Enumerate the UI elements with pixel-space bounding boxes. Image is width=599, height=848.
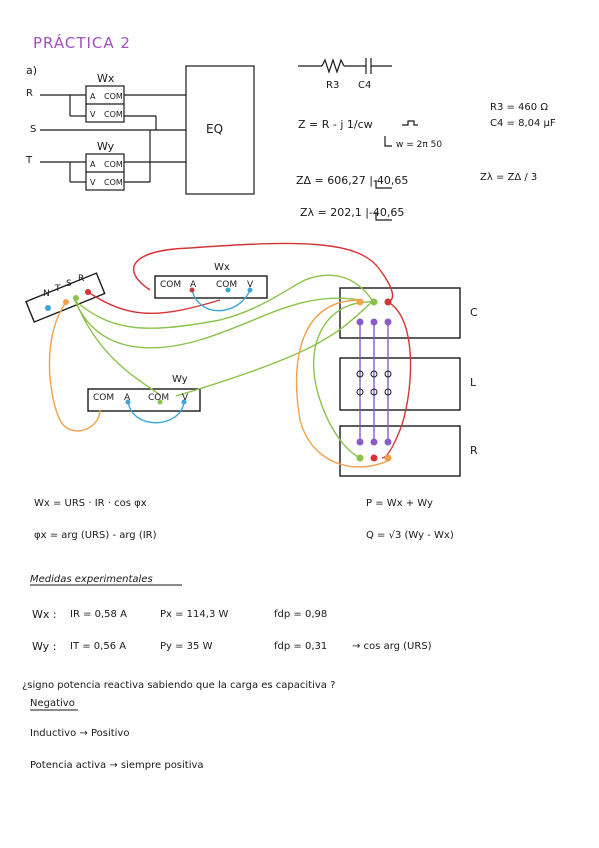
m1-name: Wx :: [32, 608, 57, 621]
box-l-label: L: [470, 376, 477, 389]
wiring-wy-a: A: [124, 393, 131, 403]
answer-text: Negativo: [30, 698, 75, 709]
wiring-wy-v: V: [182, 393, 189, 403]
line-s-label: S: [30, 124, 37, 135]
formula-wx: Wx = URS · IR · cos φx: [34, 498, 147, 509]
box-c-label: C: [470, 306, 478, 319]
inductive-line: Inductivo → Positivo: [30, 728, 130, 739]
question-text: ¿signo potencia reactiva sabiendo que la…: [22, 680, 336, 691]
inductor-box: [339, 357, 461, 411]
wx-label: Wx: [97, 72, 115, 85]
m2-current: IT = 0,56 A: [70, 641, 127, 652]
wx-v-label: V: [90, 110, 96, 119]
z-formula: Z = R - j 1/cw: [298, 118, 373, 131]
z-lambda-eq: Zλ = ZΔ / 3: [480, 172, 538, 183]
m2-note: → cos arg (URS): [352, 641, 432, 652]
wiring-wx-a: A: [190, 280, 197, 290]
wx-com2-label: COM: [104, 110, 123, 119]
c4-value: C4 = 8,04 μF: [490, 118, 556, 129]
page-title: PRÁCTICA 2: [33, 34, 131, 52]
formula-p: P = Wx + Wy: [366, 498, 433, 509]
wiring-wx-v: V: [247, 280, 254, 290]
wiring-wx-label: Wx: [214, 262, 230, 273]
line-t-label: T: [26, 155, 33, 166]
r3-value: R3 = 460 Ω: [490, 102, 548, 113]
m1-current: IR = 0,58 A: [70, 609, 127, 620]
eq-label: EQ: [206, 122, 224, 136]
terminal-n: N: [43, 289, 50, 299]
active-power-line: Potencia activa → siempre positiva: [30, 760, 204, 771]
wx-a-label: A: [90, 92, 96, 101]
terminal-s: S: [66, 279, 72, 289]
section-label: a): [26, 64, 38, 77]
wy-com-label: COM: [104, 160, 123, 169]
m2-name: Wy :: [32, 640, 57, 653]
z-lambda: Zλ = 202,1 |-40,65: [300, 206, 405, 219]
c4-label: C4: [358, 80, 372, 91]
wy-wattmeter-box: [87, 388, 201, 412]
wy-label: Wy: [97, 140, 115, 153]
wy-v-label: V: [90, 178, 96, 187]
wy-a-label: A: [90, 160, 96, 169]
capacitor-box: [339, 287, 461, 339]
m2-fdp: fdp = 0,31: [274, 641, 328, 652]
terminal-r: R: [78, 274, 85, 284]
m1-fdp: fdp = 0,98: [274, 609, 328, 620]
formula-phi: φx = arg (URS) - arg (IR): [34, 530, 157, 541]
wiring-wx-com: COM: [160, 280, 182, 290]
wx-com-label: COM: [104, 92, 123, 101]
wiring-wy-com: COM: [93, 393, 115, 403]
wy-com2-label: COM: [104, 178, 123, 187]
terminal-block: [25, 272, 106, 323]
formula-q: Q = √3 (Wy - Wx): [366, 530, 454, 541]
wiring-wy-label: Wy: [172, 374, 188, 385]
resistor-box: [339, 425, 461, 477]
z-delta: ZΔ = 606,27 |-40,65: [296, 174, 409, 187]
m2-power: Py = 35 W: [160, 641, 213, 652]
r3-label: R3: [326, 80, 340, 91]
box-r-label: R: [470, 444, 478, 457]
wx-wattmeter-box: [154, 275, 268, 299]
m1-power: Px = 114,3 W: [160, 609, 229, 620]
terminal-t: T: [55, 284, 61, 294]
line-r-label: R: [26, 88, 33, 99]
omega-formula: w = 2π 50: [396, 140, 443, 150]
wiring-wx-com2: COM: [216, 280, 238, 290]
wiring-wy-com2: COM: [148, 393, 170, 403]
measurements-heading: Medidas experimentales: [30, 574, 153, 585]
